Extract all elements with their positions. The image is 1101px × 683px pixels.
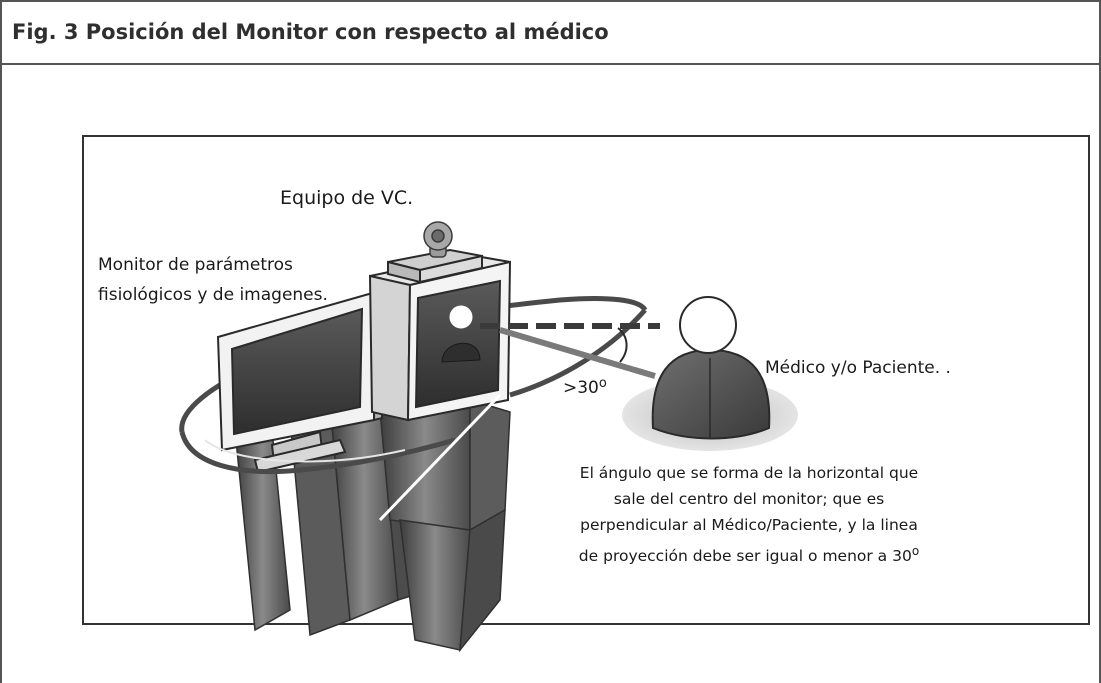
person-body — [651, 348, 771, 440]
caption-line-2: sale del centro del monitor; que es — [613, 490, 885, 508]
angle-arc — [617, 327, 628, 363]
camera-icon — [423, 221, 453, 258]
cart-ring-inner — [204, 439, 406, 463]
projection-line — [499, 327, 656, 379]
label-equipo-vc: Equipo de VC. — [280, 187, 414, 209]
caption-line-4-text: de proyección debe ser igual o menor a 3… — [578, 547, 912, 565]
angle-degree: o — [598, 376, 607, 391]
vc-unit — [368, 248, 512, 422]
figure-title: Fig. 3 Posición del Monitor con respecto… — [12, 20, 609, 44]
caption-degree: o — [911, 544, 920, 558]
label-monitor: Monitor de parámetros fisiológicos y de … — [98, 250, 328, 310]
angle-value: >30 — [563, 378, 599, 398]
label-medico-paciente: Médico y/o Paciente. . — [765, 358, 951, 378]
cart-ring-front — [179, 431, 456, 475]
angle-explanation: El ángulo que se forma de la horizontal … — [533, 460, 965, 569]
caption-line-3: perpendicular al Médico/Paciente, y la l… — [580, 516, 918, 534]
doctor-patient-figure — [622, 296, 798, 451]
label-monitor-line2: fisiológicos y de imagenes. — [98, 285, 328, 305]
figure-header: Fig. 3 Posición del Monitor con respecto… — [2, 2, 1099, 65]
caption-line-1: El ángulo que se forma de la horizontal … — [579, 464, 919, 482]
label-monitor-line1: Monitor de parámetros — [98, 255, 293, 275]
person-head — [679, 296, 737, 354]
projection-diagonal — [378, 393, 502, 522]
caption-line-4: de proyección debe ser igual o menor a 3… — [533, 538, 965, 569]
label-angle: >30o — [563, 376, 607, 398]
